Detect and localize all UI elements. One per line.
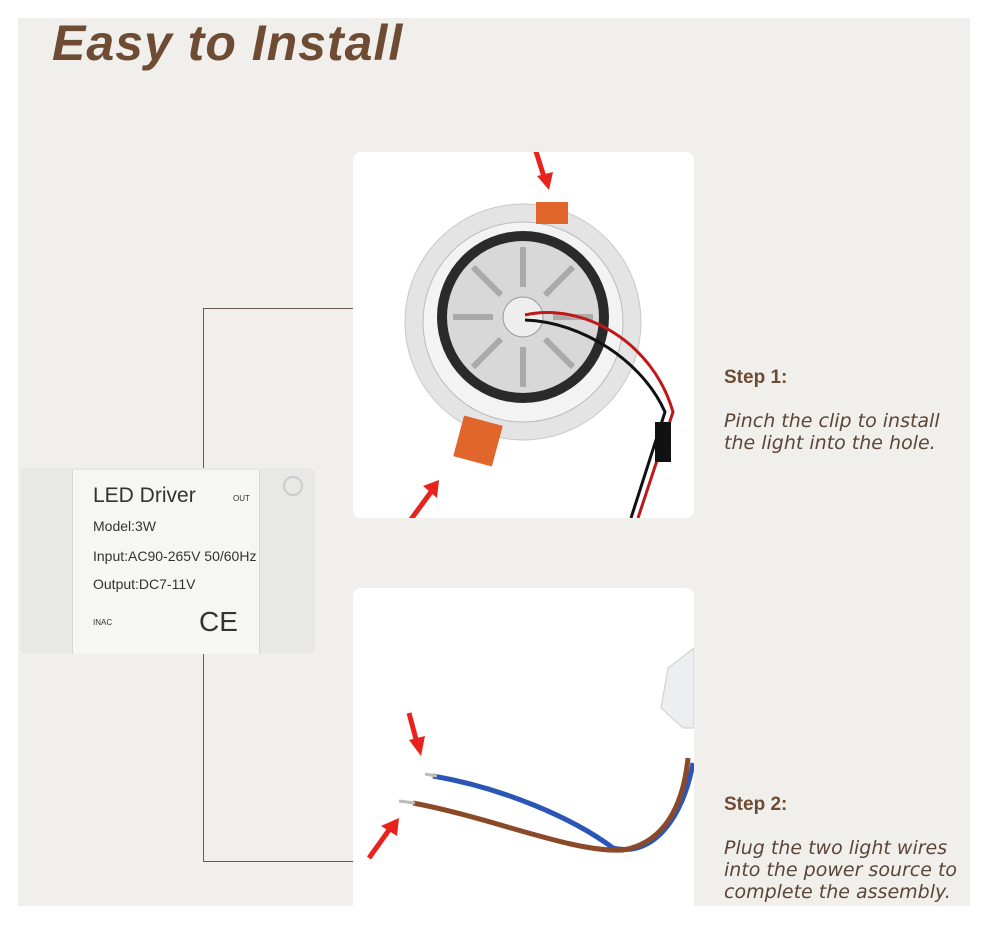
- wire-connector: [655, 422, 671, 462]
- step2-heading: Step 2:: [724, 794, 788, 815]
- spring-clip-top: [536, 202, 568, 224]
- connector-line: [203, 308, 204, 468]
- step1-text: Pinch the clip to install the light into…: [724, 410, 940, 454]
- driver-model: Model:3W: [93, 518, 157, 534]
- ce-mark: CE: [199, 606, 238, 637]
- arrow-icon: [406, 712, 425, 756]
- step2-line: complete the assembly.: [724, 881, 951, 903]
- connector-line: [203, 861, 353, 862]
- downlight-illustration: [404, 141, 675, 524]
- step2-line: into the power source to: [724, 859, 958, 881]
- step1-line: the light into the hole.: [724, 432, 936, 454]
- step2-image: [353, 588, 696, 906]
- mounting-hole: [283, 476, 303, 496]
- spring-clip-bottom: [453, 415, 503, 467]
- driver-corner: [660, 646, 695, 729]
- wires-illustration: [366, 646, 696, 860]
- step1-heading: Step 1:: [724, 367, 788, 388]
- inac-label: INAC: [93, 618, 113, 627]
- step1-line: Pinch the clip to install: [724, 410, 940, 432]
- step2-line: Plug the two light wires: [724, 837, 948, 859]
- step1-image: [353, 141, 694, 524]
- arrow-icon: [406, 480, 439, 524]
- connector-line: [203, 654, 204, 861]
- driver-input: Input:AC90-265V 50/60Hz: [93, 548, 257, 564]
- out-label: OUT: [233, 494, 250, 503]
- connector-line: [203, 308, 353, 309]
- page-title: Easy to Install: [52, 15, 404, 71]
- arrow-icon: [366, 818, 399, 860]
- driver-name: LED Driver: [93, 484, 196, 507]
- step2-text: Plug the two light wires into the power …: [724, 837, 957, 903]
- led-driver-label: LED Driver OUT Model:3W Input:AC90-265V …: [72, 470, 260, 654]
- driver-output: Output:DC7-11V: [93, 576, 196, 592]
- arrow-icon: [530, 141, 553, 190]
